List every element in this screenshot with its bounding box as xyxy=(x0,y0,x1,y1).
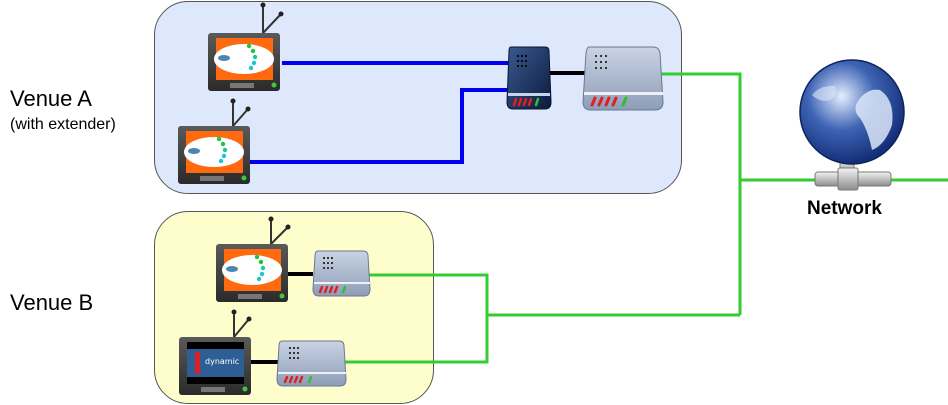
tv-orange-2 xyxy=(178,98,251,184)
network-label: Network xyxy=(807,198,882,219)
extender-device xyxy=(506,46,552,110)
modem-venue-a xyxy=(582,46,664,111)
modem-venue-b-1 xyxy=(312,250,371,297)
coax-link-tv2 xyxy=(250,88,510,164)
venue-a-note: (with extender) xyxy=(10,116,116,133)
tv-orange-1 xyxy=(208,2,284,91)
tv-orange-3 xyxy=(216,216,291,302)
network-globe-icon xyxy=(799,59,905,191)
tv-dynamic: dynamic xyxy=(179,309,252,395)
modem-venue-b-2 xyxy=(276,340,347,387)
venue-b-label: Venue B xyxy=(10,290,94,315)
network-link-venue-b xyxy=(345,273,740,364)
network-link-venue-a xyxy=(660,72,742,315)
venue-a-label: Venue A xyxy=(10,86,92,111)
dynamic-logo-text: dynamic xyxy=(205,357,239,366)
